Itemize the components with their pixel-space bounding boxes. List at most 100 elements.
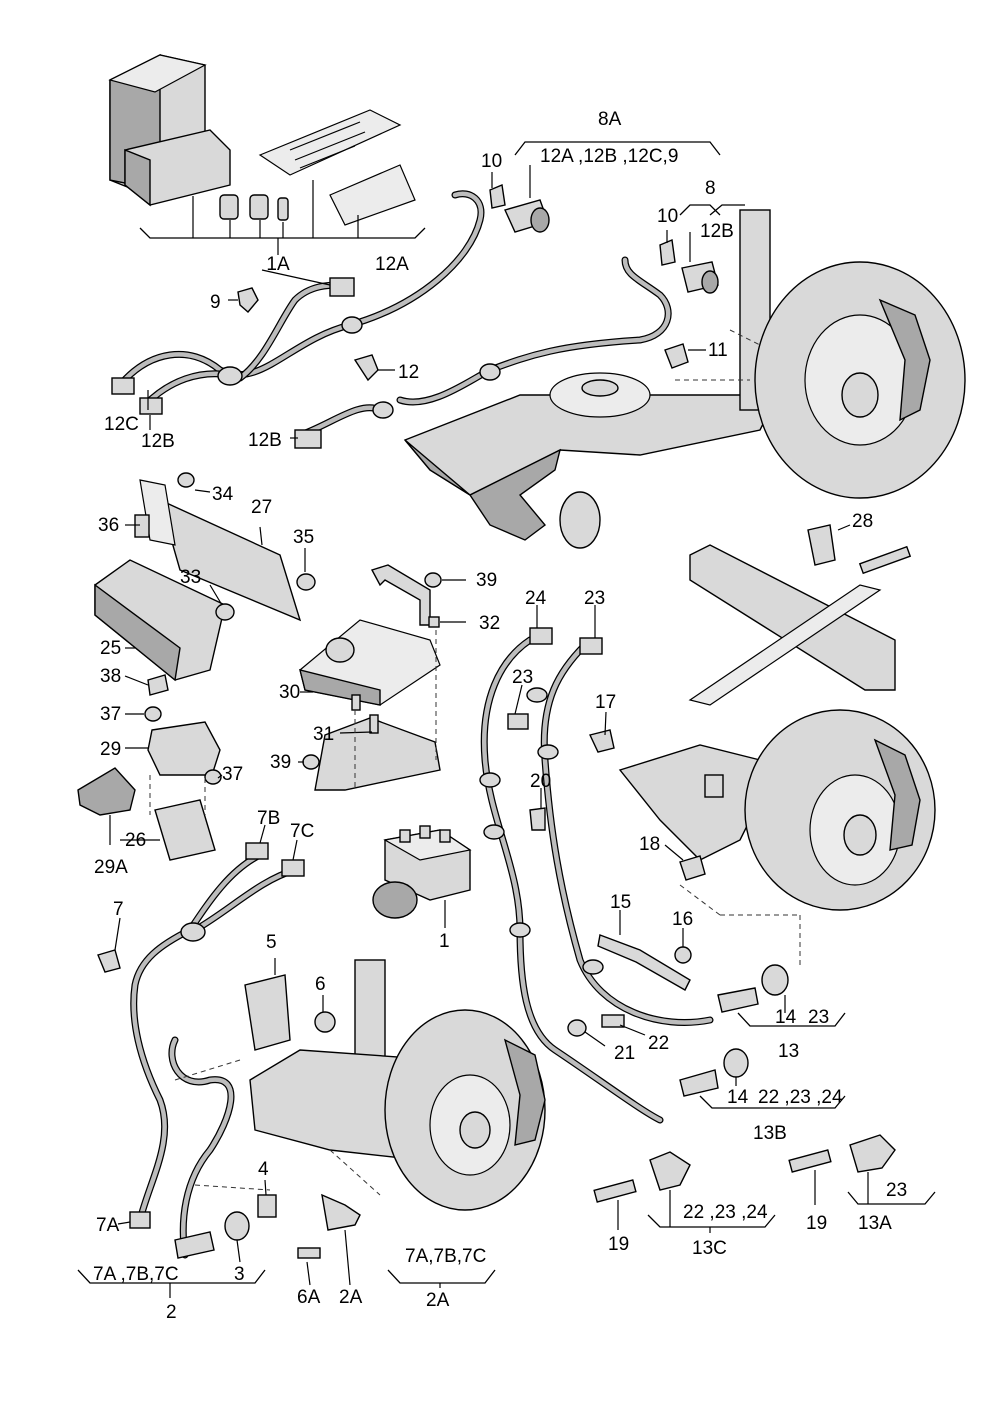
sensor-harness-left xyxy=(97,842,361,1259)
label-37b: 37 xyxy=(222,764,243,785)
label-7B: 7B xyxy=(257,808,280,829)
label-35: 35 xyxy=(293,527,314,548)
label-13C: 13C xyxy=(692,1238,727,1259)
label-6A: 6A xyxy=(297,1287,321,1308)
hydraulic-unit xyxy=(372,825,472,919)
control-modules-left xyxy=(77,472,316,861)
label-27: 27 xyxy=(251,497,272,518)
connector-23 xyxy=(579,637,603,655)
brace-8A xyxy=(514,141,721,156)
bushing-3 xyxy=(224,1211,250,1241)
label-8: 8 xyxy=(705,178,716,199)
label-7A: 7A xyxy=(96,1215,120,1236)
sensors-lower-right xyxy=(593,1134,896,1203)
label-12C: 12C xyxy=(104,414,139,435)
label-3: 3 xyxy=(234,1264,245,1285)
wiring-harness-left xyxy=(111,190,485,415)
bracket-27 xyxy=(158,498,302,622)
connector-12C xyxy=(111,377,135,395)
brace-8a xyxy=(679,204,721,216)
sensor-13 xyxy=(717,987,759,1013)
bolt-6A xyxy=(297,1247,321,1259)
label-32: 32 xyxy=(479,613,500,634)
connector-12A xyxy=(329,277,355,297)
label-7: 7 xyxy=(113,899,124,920)
sensor-harness-center xyxy=(479,627,789,1124)
front-left-brake xyxy=(244,959,546,1211)
label-2A: 2A xyxy=(339,1287,363,1308)
bushing-14b xyxy=(723,1048,749,1078)
label-31: 31 xyxy=(313,724,334,745)
bracket-5 xyxy=(244,974,291,1051)
clip-11 xyxy=(664,343,689,369)
label-13: 13 xyxy=(778,1041,799,1062)
label-12B-right: 12B xyxy=(700,221,734,242)
label-19b: 19 xyxy=(806,1213,827,1234)
yaw-sensor-assembly xyxy=(299,564,442,791)
connector-7B xyxy=(245,842,269,860)
sensor-13A xyxy=(849,1134,896,1173)
bracket-15 xyxy=(597,934,691,991)
label-1A: 1A xyxy=(266,254,290,275)
steering-rack xyxy=(688,524,912,706)
sensor-2 xyxy=(174,1231,215,1259)
label-34: 34 xyxy=(212,484,234,505)
label-10a: 10 xyxy=(481,151,502,172)
label-12B-mid: 12B xyxy=(248,430,282,451)
front-right-brake xyxy=(618,709,936,911)
clip-22 xyxy=(601,1014,625,1028)
label-7C: 7C xyxy=(290,821,314,842)
label-29A: 29A xyxy=(94,857,128,878)
label-13A: 13A xyxy=(858,1213,892,1234)
mount-28 xyxy=(807,524,836,566)
label-30: 30 xyxy=(279,682,300,703)
label-16: 16 xyxy=(672,909,693,930)
label-6: 6 xyxy=(315,974,326,995)
label-38: 38 xyxy=(100,666,121,687)
label-2A-b: 2A xyxy=(426,1290,450,1311)
label-33: 33 xyxy=(180,567,201,588)
label-15: 15 xyxy=(610,892,631,913)
sensor-29 xyxy=(147,721,221,776)
label-8A-group: 12A ,12B ,12C,9 xyxy=(540,146,678,167)
label-13B: 13B xyxy=(753,1123,787,1144)
bushing-18 xyxy=(679,855,706,881)
nut-16 xyxy=(674,946,692,964)
sleeve-4 xyxy=(257,1194,277,1218)
label-17: 17 xyxy=(595,692,616,713)
label-39a: 39 xyxy=(476,570,497,591)
label-20: 20 xyxy=(530,771,551,792)
label-37a: 37 xyxy=(100,704,121,725)
label-28: 28 xyxy=(852,511,873,532)
label-19a: 19 xyxy=(608,1234,629,1255)
nut-21 xyxy=(567,1019,587,1037)
label-23b: 23 xyxy=(512,667,533,688)
label-12B-left: 12B xyxy=(141,431,175,452)
label-23a: 23 xyxy=(584,588,605,609)
label-11: 11 xyxy=(708,340,728,361)
clip-12 xyxy=(353,354,379,382)
clip-17 xyxy=(589,729,615,753)
label-14b: 14 xyxy=(727,1087,749,1108)
label-36: 36 xyxy=(98,515,119,536)
label-1: 1 xyxy=(439,931,450,952)
label-2: 2 xyxy=(166,1302,177,1323)
label-14a: 14 xyxy=(775,1007,797,1028)
bracket-26 xyxy=(154,799,216,861)
label-13B-group: 22 ,23 ,24 xyxy=(758,1087,843,1108)
grommet xyxy=(217,366,243,386)
part-labels: 1A 12A 9 12C 12B 8A 12A ,12B ,12C,9 10 8… xyxy=(93,109,907,1323)
label-13C-group: 22 ,23 ,24 xyxy=(683,1202,768,1223)
clip-7 xyxy=(97,949,121,973)
sensor-13B xyxy=(679,1069,719,1097)
label-4: 4 xyxy=(258,1159,269,1180)
bolt-19a xyxy=(593,1179,637,1203)
label-8A: 8A xyxy=(598,109,622,130)
label-2A-group: 7A,7B,7C xyxy=(405,1246,486,1267)
connector-12B-left xyxy=(139,397,163,415)
label-29: 29 xyxy=(100,739,121,760)
connector-7A xyxy=(129,1211,151,1229)
connector-12B-mid xyxy=(294,429,322,449)
label-12A-top: 12A xyxy=(375,254,409,275)
